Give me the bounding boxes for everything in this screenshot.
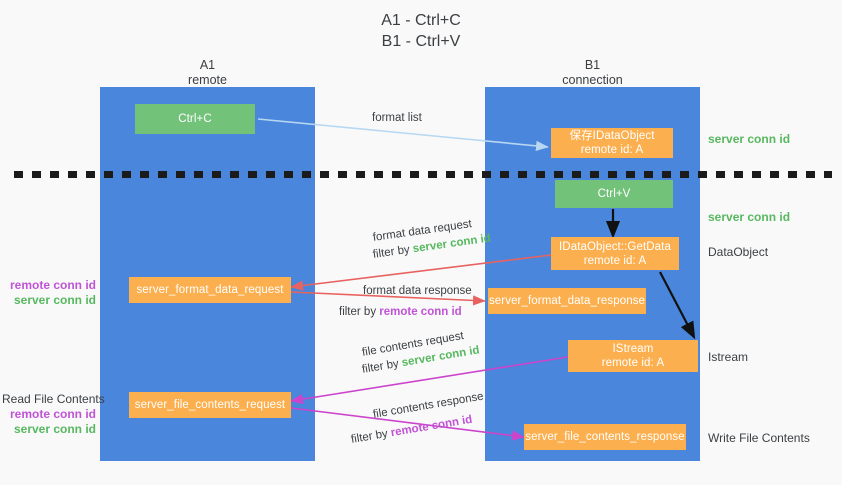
annotation-server-conn-id-3: server conn id [13,293,96,307]
node-save-idataobject[interactable]: 保存IDataObject remote id: A [551,128,673,158]
filter-prefix-4: filter by [350,427,392,446]
edge-label-format-data-response: format data response [363,285,472,297]
annotation-format-data-conn-ids: remote conn id server conn id [8,278,96,308]
annotation-server-conn-id-2: server conn id [708,210,791,224]
edge-label-format-list: format list [372,112,422,124]
node-server-format-data-response[interactable]: server_format_data_response [488,288,646,314]
annotation-write-file-contents: Write File Contents [708,431,810,445]
annotation-read-file-contents-group: Read File Contents remote conn id server… [2,392,105,437]
filter-prefix-1: filter by [372,243,414,261]
node-server-file-contents-response[interactable]: server_file_contents_response [524,424,686,450]
column-header-b1: B1 connection [562,58,623,87]
node-ctrl-c[interactable]: Ctrl+C [135,104,255,134]
node-ctrl-v[interactable]: Ctrl+V [555,180,673,208]
annotation-dataobject: DataObject [708,245,769,259]
filter-value-2: remote conn id [379,306,462,318]
node-istream[interactable]: IStream remote id: A [568,340,698,372]
edge-filter-format-data-response: filter by remote conn id [339,305,462,320]
column-header-a1: A1 remote [188,58,227,87]
annotation-server-conn-id-1: server conn id [708,132,791,146]
node-idataobject-getdata[interactable]: IDataObject::GetData remote id: A [551,237,679,270]
annotation-istream: Istream [708,350,749,364]
edge-label-file-contents-request-group: file contents request filter by server c… [361,330,480,378]
annotation-remote-conn-id-2: remote conn id [9,407,96,421]
diagram-title: A1 - Ctrl+C B1 - Ctrl+V [381,12,461,50]
edge-label-format-data-request-group: format data request filter by server con… [372,218,491,263]
node-server-format-data-request[interactable]: server_format_data_request [129,277,291,303]
filter-prefix-2: filter by [339,306,380,318]
node-server-file-contents-request[interactable]: server_file_contents_request [129,392,291,418]
edge-label-file-contents-response-group: file contents response filter by remote … [350,391,485,448]
annotation-remote-conn-id-1: remote conn id [9,278,96,292]
edge-filter-file-contents-response: filter by remote conn id [350,411,485,448]
annotation-server-conn-id-4: server conn id [13,422,96,436]
annotation-read-file-contents: Read File Contents [2,392,105,406]
